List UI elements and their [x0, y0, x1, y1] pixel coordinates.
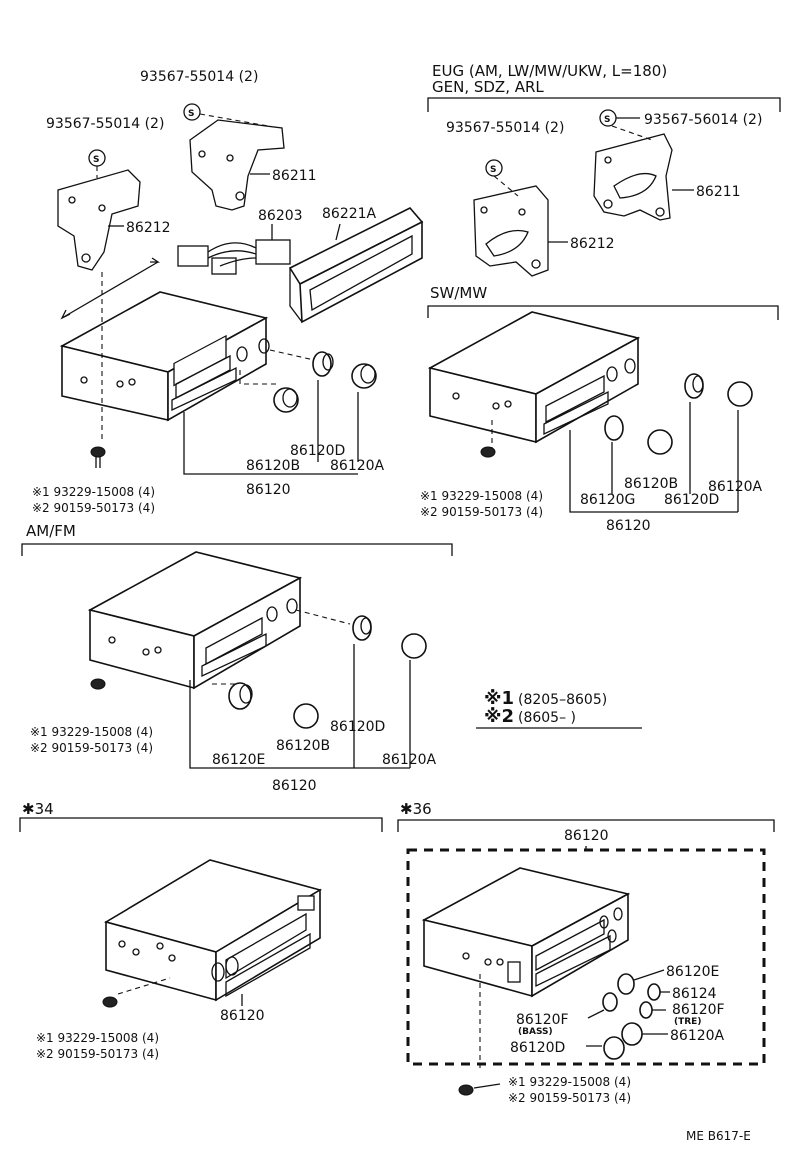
label-screw2-34: ※2 90159-50173 (4): [36, 1047, 159, 1061]
screw-bolt-icon: [480, 446, 496, 458]
knob-86120F-tre: [639, 1001, 653, 1019]
knob-86120G: [604, 415, 624, 441]
section-34-title: ✱34: [22, 800, 54, 818]
label-86120D-am: 86120D: [330, 719, 385, 735]
label-86212: 86212: [126, 220, 171, 236]
knob-86120B-am: [293, 703, 319, 729]
section-36-title: ✱36: [400, 800, 432, 818]
knob-86120D-sw: [684, 373, 704, 399]
screw-bolt-icon: [90, 446, 106, 468]
label-screw2-36: ※2 90159-50173 (4): [508, 1091, 631, 1105]
section-36: ✱36 86120 86120E 86124 86120F (TRE) 8612…: [397, 800, 775, 1105]
section-eug-line1: EUG (AM, LW/MW/UKW, L=180): [432, 62, 667, 80]
screw-bolt-icon: [458, 1083, 501, 1096]
section-eug-line2: GEN, SDZ, ARL: [432, 78, 544, 96]
legend-range-2: (8605– ): [518, 710, 576, 726]
label-screw1-34: ※1 93229-15008 (4): [36, 1031, 159, 1045]
knob-86120D: [312, 351, 334, 377]
label-86120-am: 86120: [272, 778, 317, 794]
label-86120B-sw: 86120B: [624, 476, 678, 492]
knob-86120A-sw: [727, 381, 753, 407]
assembly-boundary: [406, 848, 766, 1066]
screw-bolt-icon: [102, 996, 118, 1008]
label-86120-sw: 86120: [606, 518, 651, 534]
label-86120A: 86120A: [330, 458, 385, 474]
label-86212-eug: 86212: [570, 236, 615, 252]
label-86211: 86211: [272, 168, 317, 184]
label-screw1-36: ※1 93229-15008 (4): [508, 1075, 631, 1089]
faceplate-86221A: [288, 207, 424, 324]
knob-86120A-am: [401, 633, 427, 659]
label-86120D-36: 86120D: [510, 1040, 565, 1056]
section-34: ✱34 86120 ※1 93229-15008 (4) ※2 90159-50…: [19, 800, 383, 1061]
knob-86120A: [351, 363, 377, 389]
label-86120-34: 86120: [220, 1008, 265, 1024]
knob-86120A-36: [621, 1022, 643, 1046]
label-tre: (TRE): [674, 1017, 701, 1027]
label-86203: 86203: [258, 208, 303, 224]
knob-86120E-36: [617, 973, 635, 995]
label-86120E-36: 86120E: [666, 964, 719, 980]
label-86120: 86120: [246, 482, 291, 498]
bracket-86212-eug: [473, 185, 549, 277]
label-screw2: ※2 90159-50173 (4): [32, 501, 155, 515]
label-93567-55014-top: 93567-55014 (2): [140, 69, 258, 85]
label-86120F-tre: 86120F: [672, 1002, 725, 1018]
top-left-assembly: 93567-55014 (2) S 93567-55014 (2) S 8621…: [32, 69, 424, 515]
label-86124: 86124: [672, 986, 717, 1002]
am-fm-section: AM/FM 86120D 86120B 86120E 86120A 86120 …: [21, 522, 453, 794]
label-93567-55014-left: 93567-55014 (2): [46, 116, 164, 132]
label-86120A-36: 86120A: [670, 1028, 725, 1044]
legend-mark-2: ※2: [484, 706, 514, 727]
knob-86120F-bass: [602, 992, 618, 1012]
s-mark: S: [604, 115, 610, 125]
label-86221A: 86221A: [322, 206, 377, 222]
knob-86120D-am: [352, 615, 372, 641]
knob-86120D-36: [603, 1036, 625, 1060]
label-86120E: 86120E: [212, 752, 265, 768]
label-93567-55014-eug: 93567-55014 (2): [446, 120, 564, 136]
section-sw-mw: SW/MW: [430, 284, 487, 302]
s-mark: S: [188, 109, 194, 119]
date-legend: ※1 (8205–8605) ※2 (8605– ): [476, 688, 642, 729]
knob-86120E: [228, 682, 253, 710]
footer-code: ME B617-E: [686, 1129, 751, 1143]
label-screw1-sw: ※1 93229-15008 (4): [420, 489, 543, 503]
label-86120-36: 86120: [564, 828, 609, 844]
label-screw2-sw: ※2 90159-50173 (4): [420, 505, 543, 519]
knob-86120B-sw: [647, 429, 673, 455]
label-86120G: 86120G: [580, 492, 635, 508]
label-93567-56014: 93567-56014 (2): [644, 112, 762, 128]
wire-harness-86203: [177, 239, 291, 275]
label-86120D-sw: 86120D: [664, 492, 719, 508]
radio-unit-base: [59, 291, 270, 422]
label-86120B-am: 86120B: [276, 738, 330, 754]
legend-mark-1: ※1: [484, 688, 514, 709]
screw-s-icon: [183, 103, 201, 121]
label-86120D: 86120D: [290, 443, 345, 459]
label-86120F-bass: 86120F: [516, 1012, 569, 1028]
label-86120A-am: 86120A: [382, 752, 437, 768]
bracket-86211-eug: [593, 133, 673, 221]
label-screw1: ※1 93229-15008 (4): [32, 485, 155, 499]
bracket-86212: [57, 169, 141, 271]
s-mark: S: [93, 155, 99, 165]
label-86120B: 86120B: [246, 458, 300, 474]
s-mark: S: [490, 165, 496, 175]
label-86211-eug: 86211: [696, 184, 741, 200]
label-bass: (BASS): [518, 1027, 553, 1037]
eug-section: EUG (AM, LW/MW/UKW, L=180) GEN, SDZ, ARL…: [427, 62, 781, 277]
knob-86124: [647, 983, 661, 1001]
label-screw2-am: ※2 90159-50173 (4): [30, 741, 153, 755]
section-am-fm: AM/FM: [26, 522, 76, 540]
label-86120A-sw: 86120A: [708, 479, 763, 495]
sw-mw-section: SW/MW 86120B 86120A 86120G 86120D 86120 …: [420, 284, 779, 534]
bracket-86211: [189, 119, 285, 211]
knob-86120B: [273, 387, 299, 413]
screw-bolt-icon: [90, 678, 106, 690]
label-screw1-am: ※1 93229-15008 (4): [30, 725, 153, 739]
legend-range-1: (8205–8605): [518, 692, 607, 708]
